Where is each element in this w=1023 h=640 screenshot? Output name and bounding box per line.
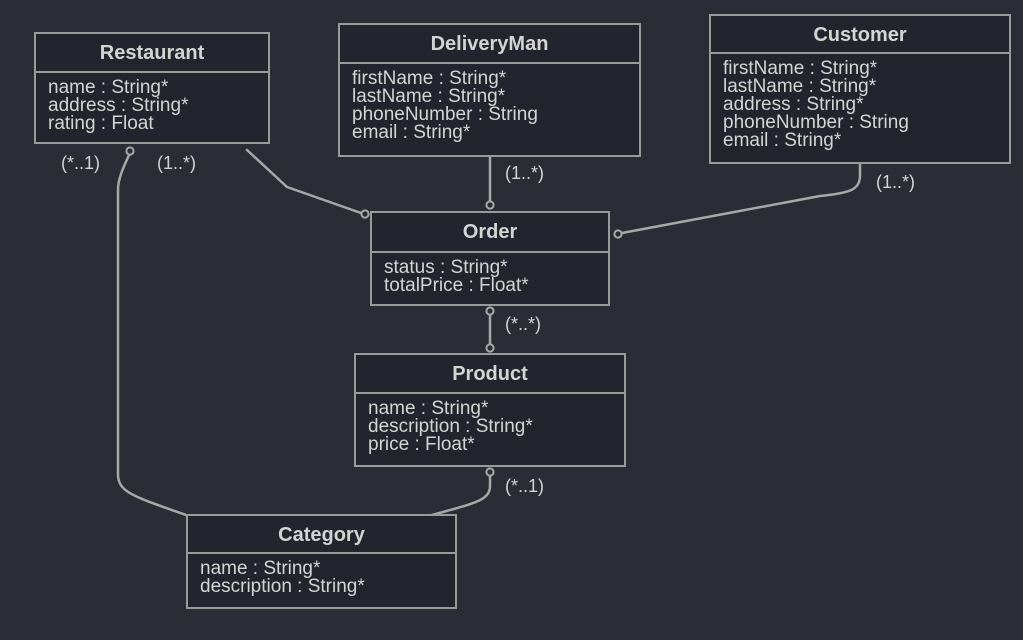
class-name: DeliveryMan [340,25,639,64]
aggregation-diamond [613,229,623,239]
class-name: Product [356,355,624,394]
multiplicity-customer-order: (1..*) [876,172,916,192]
class-name: Category [188,516,455,554]
class-deliveryman[interactable]: DeliveryMan firstName : String* lastName… [338,23,641,157]
attribute: status : String* [384,257,508,278]
attribute: price : Float* [368,434,475,455]
multiplicity-deliveryman-order: (1..*) [505,163,545,183]
class-product[interactable]: Product name : String* description : Str… [354,353,626,467]
multiplicity-restaurant-order: (1..*) [157,153,197,173]
class-category[interactable]: Category name : String* description : St… [186,514,457,609]
attribute: name : String* [200,558,321,579]
attribute-list: firstName : String* lastName : String* p… [340,64,639,142]
attribute-list: status : String* totalPrice : Float* [372,253,608,295]
attribute: name : String* [368,398,489,419]
attribute-list: firstName : String* lastName : String* a… [711,54,1009,150]
attribute-list: name : String* description : String* pri… [356,394,624,454]
attribute: firstName : String* [352,68,507,89]
aggregation-diamond [125,146,135,156]
multiplicity-order-product: (*..*) [505,314,541,334]
attribute: totalPrice : Float* [384,275,529,296]
aggregation-diamond [485,306,495,316]
aggregation-diamond [360,209,370,219]
multiplicity-product-category: (*..1) [505,476,545,496]
aggregation-diamond [485,467,495,477]
class-restaurant[interactable]: Restaurant name : String* address : Stri… [34,32,270,144]
class-customer[interactable]: Customer firstName : String* lastName : … [709,14,1011,164]
association-customer-order [620,162,862,235]
attribute: rating : Float [48,113,154,134]
association-restaurant-category [116,151,188,517]
attribute: email : String* [723,130,842,151]
attribute: address : String* [48,95,189,116]
attribute: phoneNumber : String [723,112,909,133]
class-name: Restaurant [36,34,268,73]
attribute-list: name : String* address : String* rating … [36,73,268,133]
attribute: phoneNumber : String [352,104,538,125]
attribute: lastName : String* [723,76,877,97]
attribute: firstName : String* [723,58,878,79]
class-name: Order [372,213,608,253]
attribute-list: name : String* description : String* [188,554,455,596]
attribute: email : String* [352,122,471,143]
attribute: description : String* [200,576,365,597]
association-product-category [430,474,492,517]
multiplicity-restaurant-category: (*..1) [61,153,101,173]
association-restaurant-order [245,148,363,215]
attribute: address : String* [723,94,864,115]
class-name: Customer [711,16,1009,54]
attribute: lastName : String* [352,86,506,107]
aggregation-diamond [485,200,495,210]
aggregation-diamond [485,343,495,353]
attribute: name : String* [48,77,169,98]
attribute: description : String* [368,416,533,437]
class-order[interactable]: Order status : String* totalPrice : Floa… [370,211,610,306]
